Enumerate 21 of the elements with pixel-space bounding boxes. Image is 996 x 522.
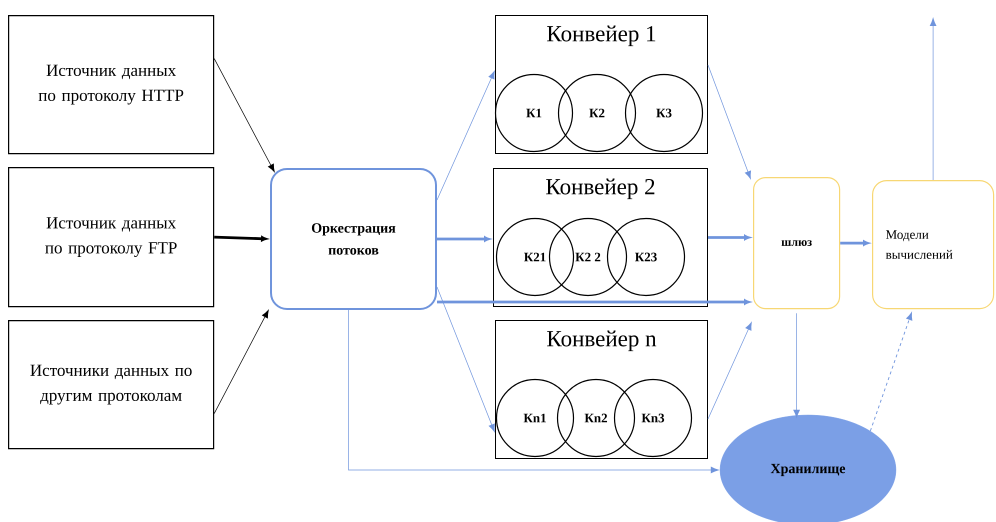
arrow bbox=[708, 64, 752, 180]
arrow bbox=[870, 312, 912, 432]
orchestration-box: Оркестрация потоков bbox=[270, 168, 437, 310]
arrow bbox=[348, 310, 719, 474]
arrow bbox=[436, 286, 495, 432]
model-box: Модели вычислений bbox=[872, 180, 994, 310]
arrow bbox=[708, 322, 752, 420]
source-box: Источник данных по протоколу HTTP bbox=[8, 15, 214, 154]
gateway-box: шлюз bbox=[753, 177, 840, 310]
arrow bbox=[214, 310, 269, 414]
arrow bbox=[214, 58, 275, 172]
arrow bbox=[214, 236, 268, 242]
arrow bbox=[840, 240, 870, 246]
arrow bbox=[708, 234, 750, 240]
source-box: Источники данных по другим протоколам bbox=[8, 320, 214, 450]
arrow bbox=[436, 70, 495, 200]
arrow bbox=[437, 299, 750, 305]
arrow bbox=[793, 312, 800, 418]
source-box: Источник данных по протоколу FTP bbox=[8, 167, 214, 308]
arrow bbox=[437, 236, 490, 242]
arrow bbox=[930, 18, 936, 180]
